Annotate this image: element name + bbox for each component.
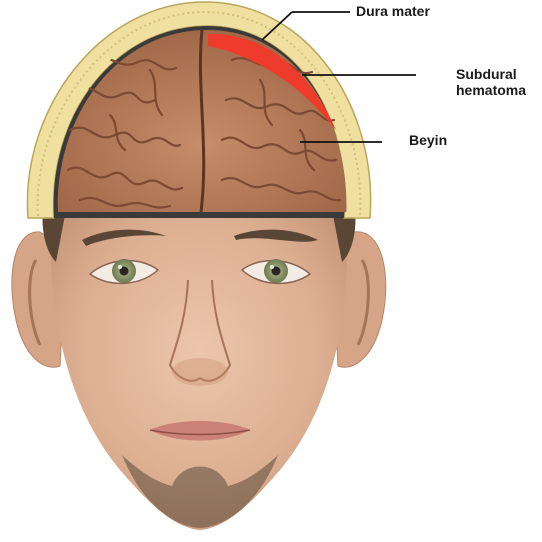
label-subdural-hematoma: Subdural hematoma (456, 66, 526, 98)
label-dura-mater: Dura mater (356, 3, 430, 19)
label-beyin: Beyin (409, 132, 447, 148)
label-subdural-line1: Subdural (456, 66, 526, 82)
label-subdural-line2: hematoma (456, 82, 526, 98)
